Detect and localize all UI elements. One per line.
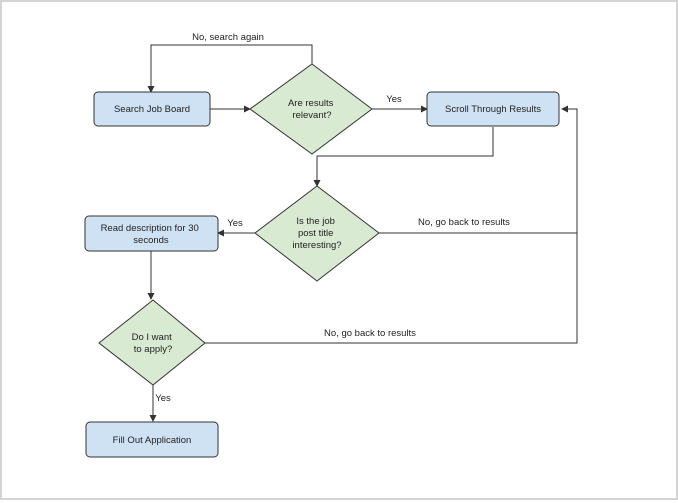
node-read-description-line-2: seconds	[133, 235, 169, 246]
node-want-to-apply-label: Do I want to apply?	[132, 332, 175, 355]
node-fill-application-label: Fill Out Application	[113, 435, 192, 446]
edge-label-apply-yes: Yes	[155, 393, 171, 404]
node-search-job-board: Search Job Board	[93, 91, 211, 127]
connector-scroll-to-title	[313, 127, 494, 187]
edge-label-title-no: No, go back to results	[418, 217, 510, 228]
node-read-description-line-1: Read description for 30	[101, 223, 199, 234]
node-scroll-results: Scroll Through Results	[426, 91, 560, 127]
connector-search-again	[147, 44, 313, 93]
node-read-description: Read description for 30 seconds	[84, 215, 219, 252]
edge-label-search-again: No, search again	[192, 32, 264, 43]
node-read-description-label: Read description for 30 seconds	[101, 223, 202, 246]
connector-title-no	[379, 105, 578, 234]
node-title-interesting-line-2: post title	[298, 228, 333, 239]
node-results-relevant-line-2: relevant?	[292, 110, 331, 121]
node-results-relevant: Are results relevant?	[249, 63, 373, 155]
node-want-to-apply: Do I want to apply?	[98, 299, 206, 386]
node-search-job-board-label: Search Job Board	[114, 104, 190, 115]
node-scroll-results-label: Scroll Through Results	[445, 104, 541, 115]
edge-label-title-yes: Yes	[227, 218, 243, 229]
node-title-interesting-label: Is the job post title interesting?	[292, 216, 341, 251]
node-want-to-apply-line-1: Do I want	[132, 332, 172, 343]
node-results-relevant-line-1: Are results	[288, 98, 334, 109]
node-title-interesting-line-1: Is the job	[296, 216, 335, 227]
node-results-relevant-label: Are results relevant?	[288, 98, 336, 121]
node-title-interesting: Is the job post title interesting?	[254, 185, 380, 282]
node-title-interesting-line-3: interesting?	[292, 240, 341, 251]
edge-label-relevant-yes: Yes	[386, 94, 402, 105]
node-want-to-apply-line-2: to apply?	[134, 344, 173, 355]
edge-label-apply-no: No, go back to results	[324, 328, 416, 339]
node-fill-application: Fill Out Application	[85, 421, 219, 458]
connector-apply-no	[205, 233, 578, 344]
